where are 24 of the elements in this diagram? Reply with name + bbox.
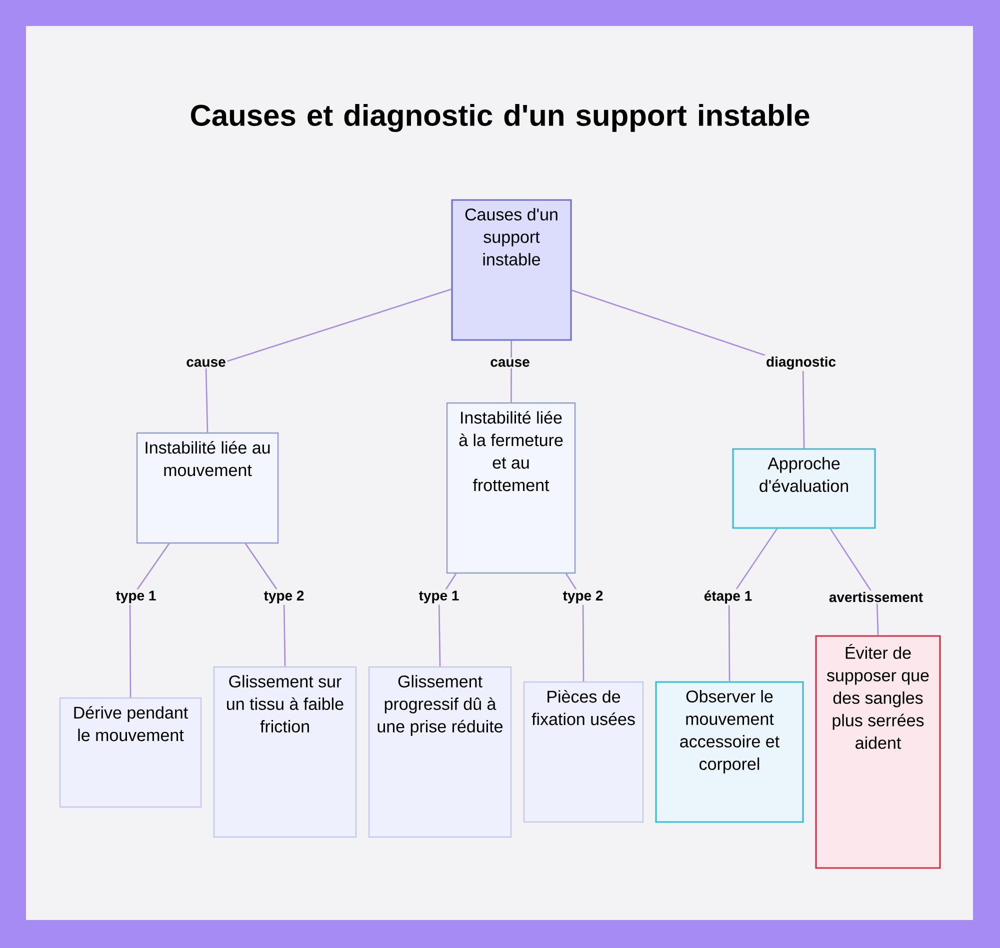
- connector-line: [129, 543, 170, 698]
- process-box: Observer le mouvement accessoire et corporel: [655, 681, 804, 823]
- edge-label: cause: [488, 358, 532, 368]
- title: Causes et diagnostic d'un support instable: [190, 104, 810, 132]
- edge-label: étape 1: [702, 588, 754, 606]
- process-box: Instabilité liée au mouvement: [136, 432, 279, 544]
- process-box: Instabilité liée à la fermeture et au frottement: [446, 402, 576, 574]
- edge-label: diagnostic: [764, 354, 838, 372]
- process-box: Approche d'évaluation: [732, 448, 876, 529]
- process-box: Glissement progressif dû à une prise réduite: [368, 666, 512, 838]
- edge-label: type 1: [114, 589, 158, 605]
- edge-label: type 1: [417, 589, 461, 605]
- connector-line: [728, 528, 778, 682]
- connector-line: [205, 288, 452, 432]
- process-box: Pièces de fixation usées: [523, 681, 644, 823]
- process-box: Éviter de supposer que des sangles plus serrées aident: [815, 635, 941, 869]
- edge-label: type 2: [561, 589, 605, 605]
- process-box: Glissement sur un tissu à faible friction: [213, 666, 357, 838]
- connector-line: [830, 528, 879, 636]
- edge-label: cause: [184, 358, 228, 368]
- edge-label: type 2: [262, 589, 306, 605]
- process-box: Dérive pendant le mouvement: [59, 697, 202, 808]
- edge-label: avertissement: [827, 590, 925, 604]
- process-box: Causes d'un support instable: [451, 199, 572, 341]
